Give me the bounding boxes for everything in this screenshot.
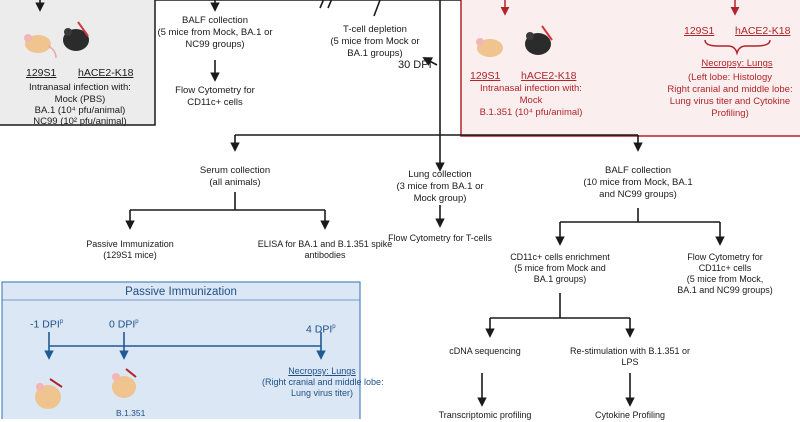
strain-hace2-label: hACE2-K18 xyxy=(78,67,134,79)
flow-right-line3: (5 mice from Mock, xyxy=(686,274,764,284)
mouse-icon-pi-1 xyxy=(35,378,63,409)
infection-box xyxy=(0,0,156,126)
mouse-icon-right-white xyxy=(476,38,503,57)
flow-right-line2: CD11c+ cells xyxy=(698,263,752,273)
tcell-title: T-cell depletion xyxy=(343,24,407,35)
pi-b1351-label: B.1.351 xyxy=(116,408,146,418)
balf-mid-title: BALF collection xyxy=(604,165,671,176)
tcell-line3: BA.1 groups) xyxy=(347,48,403,59)
cytokine-label: Cytokine Profiling xyxy=(594,410,666,420)
mouse-icon-right-black xyxy=(525,25,553,55)
restim-sub: LPS xyxy=(621,357,639,367)
passive-immunization-box xyxy=(1,281,361,419)
right-necropsy-line4: Profiling) xyxy=(711,108,749,119)
mouse-icon-left-black xyxy=(63,21,89,51)
flow-right-line4: BA.1 and NC99 groups) xyxy=(677,285,773,295)
cd11c-enrich-line2: (5 mice from Mock and xyxy=(514,263,606,273)
restim-label: Re-stimulation with B.1.351 or xyxy=(570,346,691,356)
pi-necropsy-line1: (Right cranial and middle lobe: xyxy=(262,377,384,387)
strain-129s1-label: 129S1 xyxy=(26,67,57,79)
lung-title: Lung collection xyxy=(408,169,472,180)
lung-line2: (3 mice from BA.1 or xyxy=(396,181,484,192)
right-infection-line1: Intranasal infection with: xyxy=(480,83,582,94)
dpi-30-label: 30 DPI xyxy=(398,59,432,71)
pi-necropsy-title: Necropsy: Lungs xyxy=(288,366,356,376)
right-infection-line3: B.1.351 (10⁴ pfu/animal) xyxy=(479,107,583,118)
right-necropsy-title: Necropsy: Lungs xyxy=(701,58,773,69)
balf-mid-line3: and NC99 groups) xyxy=(599,189,677,200)
elisa-label: ELISA for BA.1 and B.1.351 spike xyxy=(257,239,393,249)
balf-mid-line2: (10 mice from Mock, BA.1 xyxy=(583,177,693,188)
right-strain2b: hACE2-K18 xyxy=(735,25,791,37)
balf-top-line2: (5 mice from Mock, BA.1 or xyxy=(157,27,273,38)
right-necropsy-line2: Right cranial and middle lobe: xyxy=(667,84,793,95)
right-infection-line2: Mock xyxy=(519,95,543,106)
tcell-line2: (5 mice from Mock or xyxy=(330,36,420,47)
flow-right-title: Flow Cytometry for xyxy=(687,252,763,262)
balf-top-line3: NC99 groups) xyxy=(185,39,245,50)
serum-title: Serum collection xyxy=(199,165,271,176)
flow-top-title: Flow Cytometry for xyxy=(175,85,255,96)
balf-top-title: BALF collection xyxy=(181,15,248,26)
infection-line-3: BA.1 (10⁴ pfu/animal) xyxy=(34,105,126,116)
cd11c-enrich-line3: BA.1 groups) xyxy=(533,274,587,284)
flow-tcells-label: Flow Cytometry for T-cells xyxy=(388,233,492,243)
infection-line-2: Mock (PBS) xyxy=(54,94,106,105)
right-necropsy-line1: (Left lobe: Histology xyxy=(688,72,772,83)
right-strain2: hACE2-K18 xyxy=(521,70,577,82)
right-strain1b: 129S1 xyxy=(684,25,715,37)
serum-line2: (all animals) xyxy=(209,177,261,188)
cdna-label: cDNA sequencing xyxy=(449,346,521,356)
pi-dpi-4: 4 DPIp xyxy=(306,323,336,336)
pi-necropsy-line2: Lung virus titer) xyxy=(290,388,354,398)
elisa-sub: antibodies xyxy=(304,250,346,260)
reinfection-box xyxy=(460,0,800,137)
mouse-icon-pi-2 xyxy=(112,368,137,398)
passive-immunization-label: Passive Immunization xyxy=(86,239,174,249)
mouse-icon-left-white xyxy=(24,34,57,59)
right-strain1: 129S1 xyxy=(470,70,501,82)
infection-line-4: NC99 (10² pfu/animal) xyxy=(33,116,127,127)
pi-dpi-minus1: -1 DPIp xyxy=(30,318,64,331)
passive-immunization-sub: (129S1 mice) xyxy=(103,250,157,260)
infection-line-1: Intranasal infection with: xyxy=(29,82,131,93)
pi-box-title: Passive Immunization xyxy=(125,286,237,298)
cd11c-enrich-title: CD11c+ cells enrichment xyxy=(510,252,610,262)
flow-top-line2: CD11c+ cells xyxy=(187,97,243,108)
transcriptomic-label: Transcriptomic profiling xyxy=(438,410,532,420)
lung-line3: Mock group) xyxy=(413,193,467,204)
pi-dpi-0: 0 DPIp xyxy=(109,318,139,331)
right-necropsy-line3: Lung virus titer and Cytokine xyxy=(669,96,791,107)
